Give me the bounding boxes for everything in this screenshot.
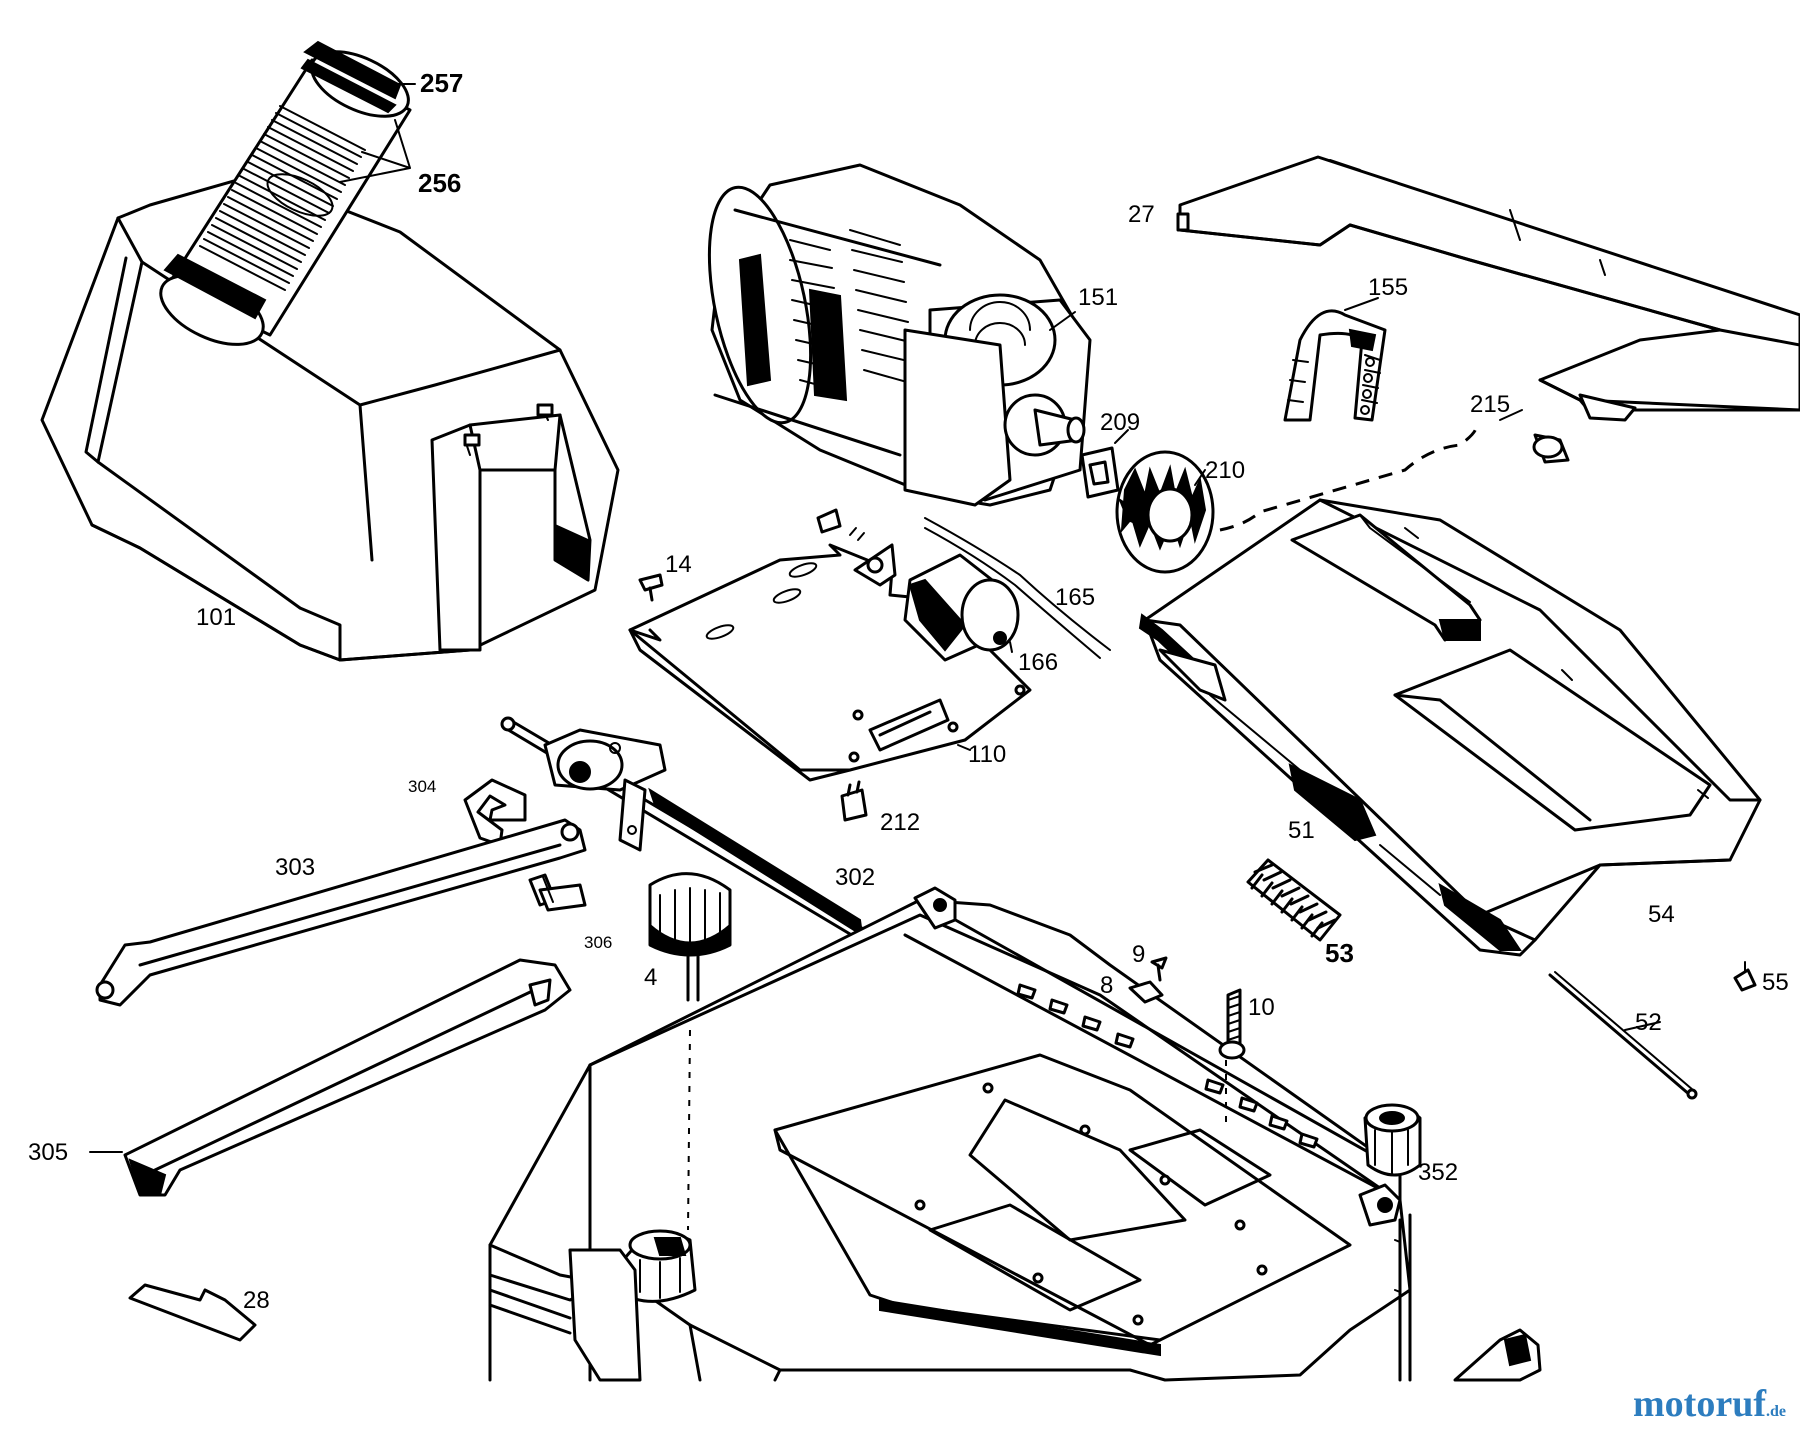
part-chassis-deck <box>488 886 1542 1382</box>
part-302-shaft <box>500 716 867 942</box>
part-8-key <box>1128 980 1164 1004</box>
part-9-pin <box>1150 956 1168 982</box>
part-155-belt <box>1283 309 1387 422</box>
part-209-washer <box>1080 446 1120 499</box>
label-53: 53 <box>1325 938 1354 968</box>
label-165: 165 <box>1055 584 1095 611</box>
part-303-lever <box>95 818 587 1007</box>
label-9: 9 <box>1132 941 1145 968</box>
label-101: 101 <box>196 604 236 631</box>
label-8: 8 <box>1100 972 1113 999</box>
label-306: 306 <box>584 933 612 952</box>
label-14: 14 <box>665 551 692 578</box>
part-305-lever <box>123 958 572 1197</box>
label-10: 10 <box>1248 994 1275 1021</box>
part-166-capacitor <box>903 553 1020 662</box>
label-28: 28 <box>243 1287 270 1314</box>
label-27: 27 <box>1128 201 1155 228</box>
part-210-gear <box>1115 450 1215 574</box>
part-labels: 257 256 101 151 209 210 27 155 215 14 16… <box>28 68 1789 1314</box>
label-352: 352 <box>1418 1159 1458 1186</box>
label-305: 305 <box>28 1139 68 1166</box>
part-14-screw <box>638 573 664 602</box>
part-52-rod <box>1548 971 1698 1100</box>
label-166: 166 <box>1018 649 1058 676</box>
part-28-plate <box>128 1283 257 1342</box>
label-210: 210 <box>1205 457 1245 484</box>
part-215-screw <box>1532 433 1570 464</box>
watermark-main: motoruf <box>1633 1383 1766 1425</box>
label-302: 302 <box>835 864 875 891</box>
watermark-logo: motoruf.de <box>1633 1382 1786 1426</box>
label-54: 54 <box>1648 901 1675 928</box>
label-110: 110 <box>968 741 1006 768</box>
watermark-tld: .de <box>1766 1403 1786 1420</box>
part-4-knob <box>648 872 732 1002</box>
label-215: 215 <box>1470 391 1510 418</box>
part-212-screw <box>840 780 868 822</box>
part-55-clip <box>1733 961 1757 992</box>
label-52: 52 <box>1635 1009 1662 1036</box>
label-304: 304 <box>408 777 436 796</box>
label-212: 212 <box>880 809 920 836</box>
part-27-cover <box>1176 155 1800 422</box>
part-306-bushing <box>528 873 587 912</box>
part-151-motor <box>707 163 1092 507</box>
part-256-257-hose <box>159 40 412 346</box>
part-101-hood <box>40 173 620 662</box>
part-51-53-spring <box>1246 858 1342 942</box>
label-151: 151 <box>1078 284 1118 311</box>
label-257: 257 <box>420 68 463 98</box>
part-54-panel <box>1138 498 1762 957</box>
part-352-bushing <box>1363 1103 1422 1177</box>
label-55: 55 <box>1762 969 1789 996</box>
label-4: 4 <box>644 964 657 991</box>
label-303: 303 <box>275 854 315 881</box>
part-10-bolt <box>1218 988 1246 1060</box>
label-256: 256 <box>418 168 461 198</box>
label-209: 209 <box>1100 409 1140 436</box>
part-165-wire <box>924 517 1111 651</box>
label-51: 51 <box>1288 817 1315 844</box>
label-155: 155 <box>1368 274 1408 301</box>
